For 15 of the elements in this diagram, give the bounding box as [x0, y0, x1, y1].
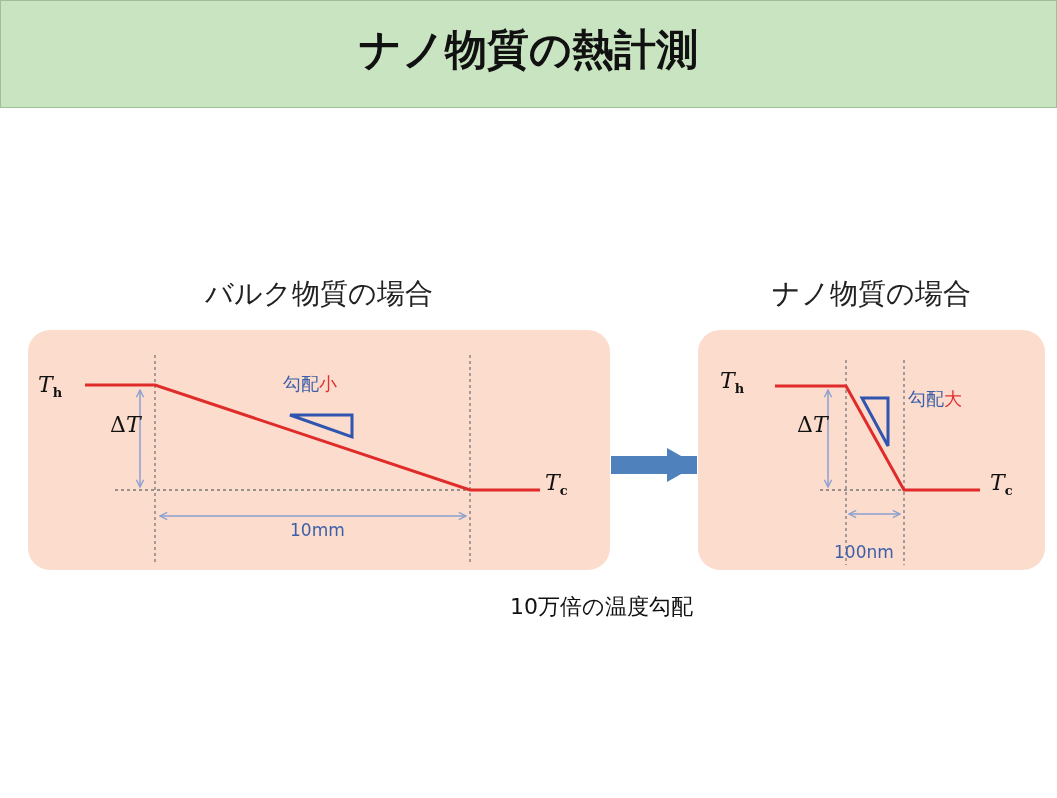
panel-heading: ナノ物質の場合 [772, 276, 971, 312]
temperature-symbol: T$_{h}$ [720, 368, 745, 397]
arrow [611, 450, 697, 480]
slide-title: ナノ物質の熱計測 [359, 25, 698, 74]
note-text: 10万倍の温度勾配 [510, 593, 693, 621]
temperature-symbol: T$_{c}$ [990, 470, 1013, 499]
temperature-symbol: T$_{h}$ [38, 372, 63, 401]
panel-heading: バルク物質の場合 [205, 276, 433, 312]
length-label: 10mm [290, 520, 345, 540]
temperature-difference-label: ΔT [797, 412, 828, 437]
slope-label: 勾配小 [283, 372, 337, 396]
temperature-symbol: T$_{c}$ [545, 470, 568, 499]
slope-label: 勾配大 [908, 387, 962, 411]
temperature-difference-label: ΔT [110, 412, 141, 437]
length-label: 100nm [834, 542, 894, 562]
